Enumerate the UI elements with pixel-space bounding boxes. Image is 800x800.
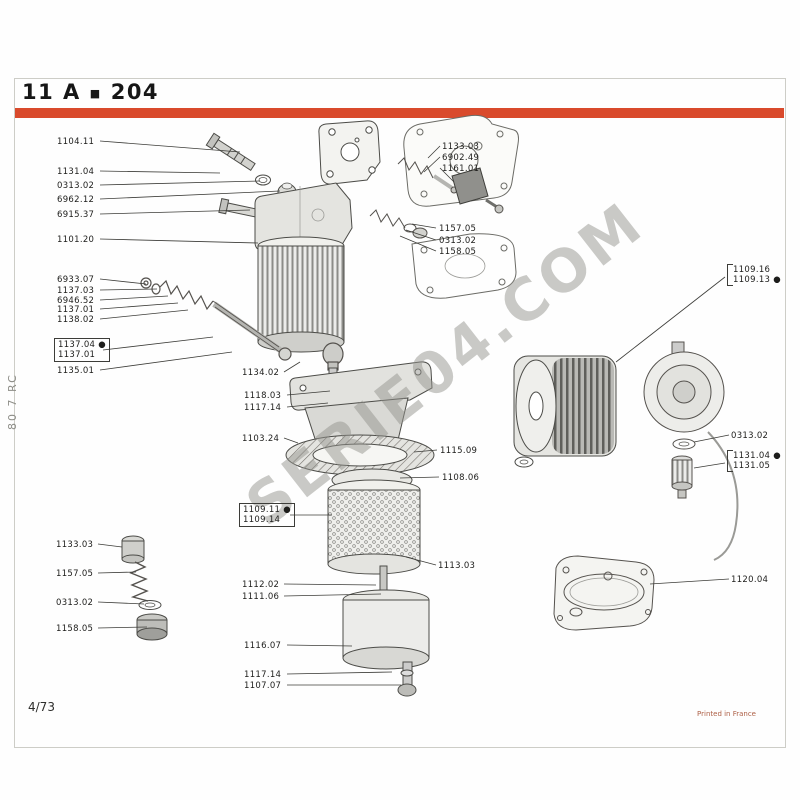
part-label: 1115.09 bbox=[440, 446, 478, 456]
part-label: 1131.04 bbox=[57, 167, 95, 177]
page-number: 4/73 bbox=[28, 700, 55, 714]
header-rule bbox=[15, 108, 784, 118]
part-label: 1107.07 bbox=[244, 681, 282, 691]
part-label: 1109.11 ● bbox=[243, 505, 291, 515]
printer-note: Printed in France bbox=[697, 710, 756, 718]
pump-spring bbox=[397, 157, 434, 179]
part-label-group: 1109.11 ● 1109.14 bbox=[239, 503, 295, 527]
rod-end-ball bbox=[278, 347, 292, 361]
spindle bbox=[379, 565, 388, 593]
part-label: 1133.03 bbox=[442, 142, 480, 152]
part-label: 1116.07 bbox=[244, 641, 282, 651]
part-label: 0313.02 bbox=[731, 431, 769, 441]
part-label: 1101.20 bbox=[57, 235, 95, 245]
part-label: 1133.03 bbox=[56, 540, 94, 550]
top-right-gaskets bbox=[369, 114, 519, 299]
inlet-bolt bbox=[205, 132, 256, 172]
part-label: 1103.24 bbox=[242, 434, 280, 444]
page-code: 204 bbox=[110, 80, 160, 104]
pump-assembly-top bbox=[205, 120, 381, 353]
part-label: 1108.06 bbox=[442, 473, 480, 483]
part-label: 1117.14 bbox=[244, 403, 282, 413]
part-label: 6933.07 bbox=[57, 275, 95, 285]
small-washer bbox=[514, 456, 534, 468]
part-label: 1138.02 bbox=[57, 315, 95, 325]
part-label-group: 1109.16 1109.13 ● bbox=[727, 264, 781, 286]
washer bbox=[138, 600, 162, 610]
part-label: 1134.02 bbox=[242, 368, 280, 378]
part-label: 1117.14 bbox=[244, 670, 282, 680]
square-bullet-icon: ■ bbox=[89, 86, 102, 100]
page-frame bbox=[14, 78, 786, 748]
part-label: 6915.37 bbox=[57, 210, 95, 220]
filter-element bbox=[327, 489, 421, 565]
spring-rod-assembly bbox=[140, 277, 344, 371]
disc-washer bbox=[672, 438, 696, 450]
part-label: 1137.01 bbox=[58, 350, 96, 360]
part-label: 1131.04 ● bbox=[733, 451, 781, 461]
part-label: 1109.16 bbox=[733, 265, 771, 275]
part-label: 1157.05 bbox=[56, 569, 94, 579]
part-label: 1137.04 ● bbox=[58, 340, 106, 350]
bottom-gasket bbox=[553, 555, 655, 631]
section-number: 11 A bbox=[22, 80, 81, 104]
part-label: 1135.01 bbox=[57, 366, 95, 376]
part-label: 0313.02 bbox=[57, 181, 95, 191]
leader-lines bbox=[97, 140, 730, 686]
part-label: 1120.04 bbox=[731, 575, 769, 585]
filter-head-assembly bbox=[285, 361, 435, 697]
part-label: 1158.05 bbox=[439, 247, 477, 257]
part-label: 1104.11 bbox=[57, 137, 95, 147]
seal-ring bbox=[255, 174, 271, 186]
gasket-outline-lower bbox=[411, 233, 517, 299]
cartridge-drum bbox=[513, 355, 617, 468]
part-label: 1158.05 bbox=[56, 624, 94, 634]
part-label: 6946.52 bbox=[57, 296, 95, 306]
part-label: 1109.13 ● bbox=[733, 275, 781, 285]
bolt-spring-assembly bbox=[121, 535, 168, 641]
flange bbox=[289, 361, 433, 411]
part-label: 1131.05 bbox=[733, 461, 771, 471]
corrugated-band bbox=[552, 358, 614, 454]
part-label: 6902.49 bbox=[442, 153, 480, 163]
valve-spring bbox=[369, 209, 406, 229]
page-header: 11 A ■ 204 bbox=[22, 80, 159, 104]
part-label: 1161.01 bbox=[442, 164, 480, 174]
part-label: 1137.03 bbox=[57, 286, 95, 296]
bracket-block bbox=[451, 167, 489, 205]
part-label: 1109.14 bbox=[243, 515, 281, 525]
spring bbox=[159, 279, 214, 311]
part-label: 1137.01 bbox=[57, 305, 95, 315]
part-label: 6962.12 bbox=[57, 195, 95, 205]
gasket-outline-upper bbox=[403, 114, 519, 207]
part-label: 1157.05 bbox=[439, 224, 477, 234]
cover-disc-assembly bbox=[643, 341, 739, 561]
part-label-group: 1137.04 ● 1137.01 bbox=[54, 338, 110, 362]
part-label: 1113.03 bbox=[438, 561, 476, 571]
part-label: 0313.02 bbox=[56, 598, 94, 608]
part-label-group: 1131.04 ● 1131.05 bbox=[727, 450, 781, 472]
part-label: 1112.02 bbox=[242, 580, 280, 590]
part-label: 1111.06 bbox=[242, 592, 280, 602]
part-label: 0313.02 bbox=[439, 236, 477, 246]
spring bbox=[129, 561, 149, 602]
part-label: 1118.03 bbox=[244, 391, 282, 401]
pipe-bracket bbox=[707, 431, 739, 561]
margin-text: 80 7 RC bbox=[6, 373, 19, 430]
canister-striped bbox=[257, 245, 345, 343]
